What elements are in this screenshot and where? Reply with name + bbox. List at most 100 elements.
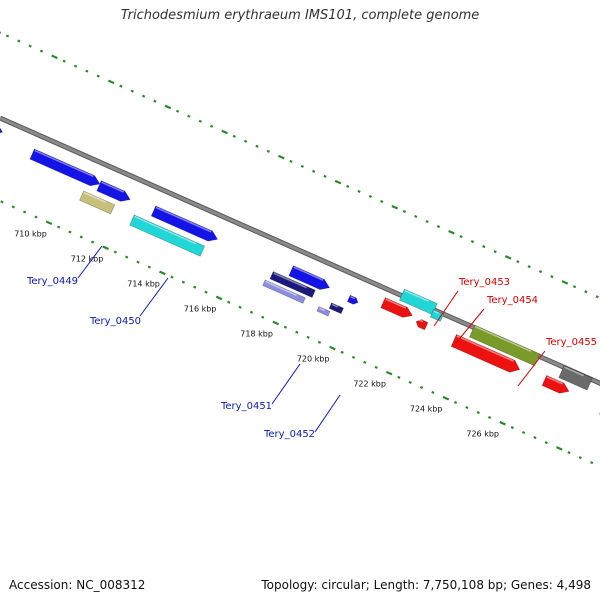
tick-outer: [538, 270, 543, 274]
gene-red-3[interactable]: [450, 334, 522, 376]
gene-red-2[interactable]: [415, 318, 429, 331]
tick-inner: [340, 350, 344, 354]
gene-tery-0452b-highlight: [319, 307, 326, 312]
tick-inner: [56, 225, 61, 229]
tick-outer: [436, 225, 441, 229]
tick-inner: [419, 385, 424, 389]
gene-tery-0449-shape: [79, 190, 116, 215]
gene-leader-line: [455, 308, 485, 344]
gene-label-tery-0452[interactable]: Tery_0452: [263, 429, 315, 440]
gene-blue-1[interactable]: [29, 148, 102, 189]
tick-outer: [266, 149, 270, 153]
tick-inner: [102, 245, 109, 251]
gene-leader-line: [77, 245, 103, 279]
gene-tery-0452b[interactable]: [316, 306, 331, 317]
gene-label-tery-0449[interactable]: Tery_0449: [26, 276, 78, 287]
tick-inner: [374, 365, 378, 369]
gene-leader-line: [139, 277, 169, 317]
tick-inner: [45, 220, 53, 225]
gene-tery-0451-highlight: [273, 272, 307, 289]
gene-label-tery-0453[interactable]: Tery_0453: [458, 277, 510, 288]
tick-outer: [187, 114, 191, 118]
tick-inner: [521, 431, 526, 435]
tick-inner: [453, 400, 458, 405]
tick-outer: [402, 209, 407, 214]
gene-blue-5-highlight: [350, 296, 356, 300]
tick-outer: [153, 99, 157, 103]
tick-outer: [312, 169, 316, 173]
gene-blue-3-shape: [150, 205, 219, 242]
tick-inner: [238, 305, 242, 309]
gene-blue-5[interactable]: [347, 294, 359, 305]
tick-outer: [368, 194, 373, 198]
gene-red-2-shape: [415, 319, 429, 331]
map-title: Trichodesmium erythraeum IMS101, complet…: [120, 8, 480, 23]
tick-inner: [91, 240, 95, 244]
tick-inner: [34, 215, 38, 219]
gene-tery-0454-highlight: [433, 310, 439, 314]
tick-outer: [391, 204, 399, 210]
gene-blue-4-highlight: [293, 266, 324, 281]
tick-inner: [295, 330, 299, 334]
kbp-label: 712 kbp: [71, 254, 104, 263]
gene-red-1[interactable]: [380, 297, 415, 321]
tick-inner: [408, 380, 412, 384]
gene-red-2-highlight: [417, 318, 424, 323]
tick-inner: [68, 230, 72, 234]
gene-red-4-shape: [541, 375, 570, 394]
gene-label-tery-0451[interactable]: Tery_0451: [220, 401, 272, 412]
tick-outer: [85, 69, 89, 73]
tick-inner: [193, 285, 197, 289]
tick-inner: [385, 370, 393, 376]
tick-outer: [346, 184, 350, 188]
tick-outer: [584, 290, 588, 294]
tick-inner: [261, 315, 265, 319]
gene-red-3-shape: [450, 334, 521, 373]
tick-outer: [470, 240, 475, 244]
gene-blue-4[interactable]: [288, 265, 332, 293]
gene-tery-0451[interactable]: [269, 271, 316, 298]
gene-gray[interactable]: [558, 365, 593, 391]
gene-tery-0451b[interactable]: [262, 279, 306, 304]
gene-leader-line: [271, 363, 301, 405]
gene-leader-line: [433, 290, 459, 327]
gene-edge-left-shape: [0, 120, 3, 135]
tick-outer: [550, 275, 554, 279]
tick-outer: [130, 89, 134, 93]
gene-red-4[interactable]: [541, 375, 571, 396]
gene-blue-1-shape: [29, 148, 101, 187]
tick-outer: [175, 109, 180, 113]
gene-tery-0452[interactable]: [328, 302, 344, 314]
tick-outer: [0, 31, 2, 35]
tick-inner: [590, 461, 594, 465]
tick-outer: [209, 124, 214, 128]
tick-inner: [0, 200, 4, 204]
tick-inner: [533, 436, 537, 440]
kbp-label: 722 kbp: [353, 379, 386, 388]
tick-outer: [119, 84, 123, 88]
gene-tery-0455[interactable]: [469, 324, 541, 367]
tick-inner: [249, 310, 254, 314]
gene-tery-0449[interactable]: [79, 190, 116, 215]
tick-outer: [141, 94, 146, 98]
gene-tery-0455-shape: [469, 324, 541, 367]
tick-inner: [170, 275, 174, 279]
gene-label-tery-0455[interactable]: Tery_0455: [545, 337, 597, 348]
gene-blue-2[interactable]: [96, 180, 133, 205]
gene-label-tery-0450[interactable]: Tery_0450: [89, 316, 141, 327]
gene-tery-0454[interactable]: [429, 309, 444, 322]
gene-tery-0453-highlight: [404, 289, 429, 302]
gene-blue-3[interactable]: [150, 205, 219, 244]
tick-outer: [107, 79, 115, 85]
gene-edge-left[interactable]: [0, 120, 4, 137]
tick-inner: [317, 340, 322, 344]
gene-red-3-highlight: [456, 335, 514, 362]
tick-outer: [516, 260, 520, 264]
gene-tery-0450[interactable]: [129, 214, 206, 257]
tick-outer: [334, 179, 342, 185]
tick-outer: [17, 39, 21, 43]
tick-inner: [227, 300, 231, 304]
gene-label-tery-0454[interactable]: Tery_0454: [486, 295, 538, 306]
gene-tery-0450-shape: [129, 214, 206, 257]
gene-tery-0451b-highlight: [265, 280, 297, 297]
